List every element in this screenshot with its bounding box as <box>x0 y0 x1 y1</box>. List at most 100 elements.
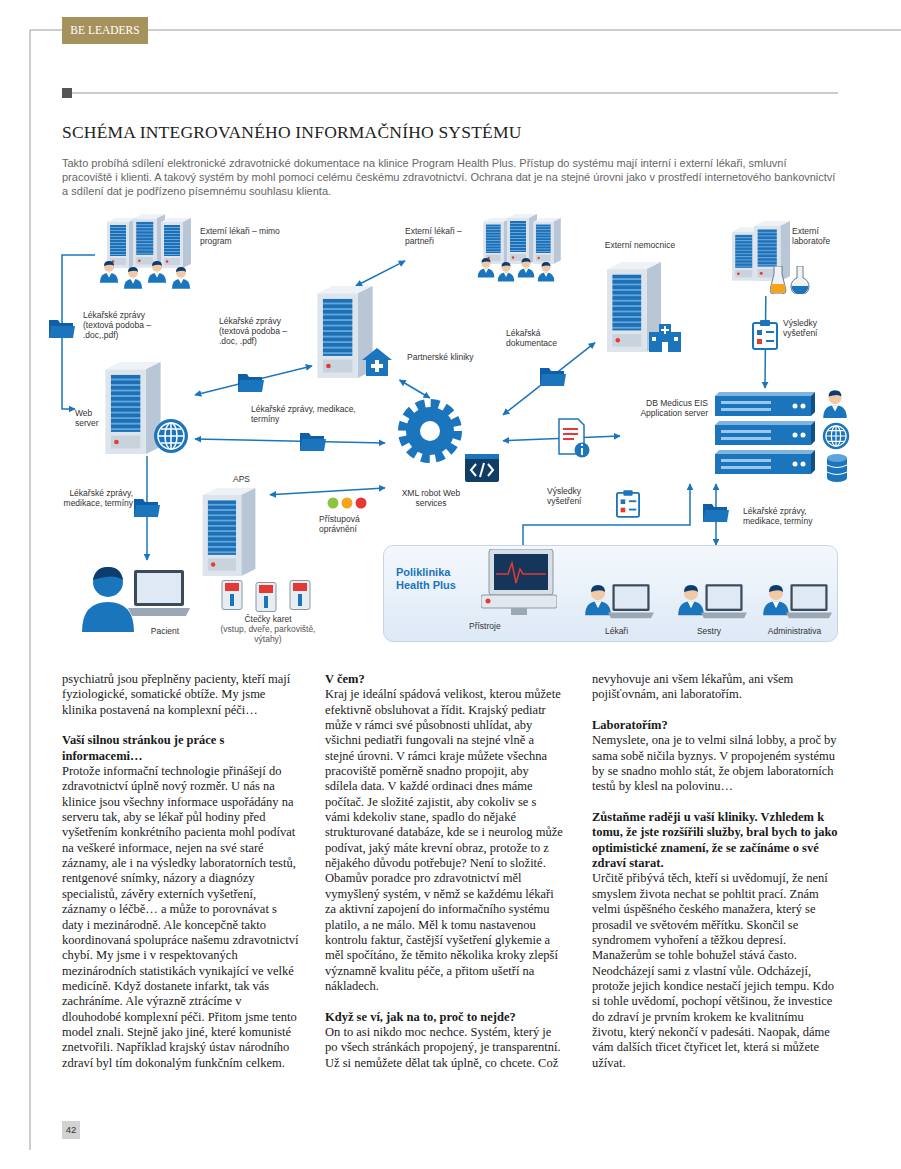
text-holder: Lékařské zprávy, medikace, termíny <box>48 488 134 510</box>
system-node: DB Medicus EIS Application server <box>620 388 860 484</box>
doc-icon <box>585 585 611 615</box>
status-dot <box>342 498 353 509</box>
node-label: Pacient <box>136 626 194 636</box>
system-node: Externí lékaři – partneři <box>405 218 565 284</box>
data-flow-connector <box>523 484 690 549</box>
status-dot <box>356 498 367 509</box>
system-node: Web server <box>75 362 195 456</box>
node-text-box: Administrativa <box>752 626 837 636</box>
node-icon <box>595 240 690 354</box>
globe-icon <box>154 419 188 453</box>
doc-icon <box>763 585 789 615</box>
doc-icon <box>498 262 515 282</box>
system-node: Partnerské kliniky <box>312 286 487 380</box>
folder-icon <box>300 433 326 451</box>
body-paragraph: On to asi nikdo moc nechce. Systém, kter… <box>325 1025 563 1071</box>
page-number: 42 <box>62 1121 80 1139</box>
node-label: Administrativa <box>752 626 837 636</box>
flask-icon <box>770 266 809 295</box>
edge-label: Přístupová oprávnění <box>318 514 390 534</box>
text-holder: SCHÉMA INTEGROVANÉHO INFORMAČNÍHO SYSTÉM… <box>62 122 838 143</box>
doc-icon <box>678 585 704 615</box>
text-holder: Přístupová oprávnění <box>318 514 390 536</box>
laptop-icon <box>701 584 747 618</box>
edge-label: Lékařské zprávy, medikace, termíny <box>48 488 134 508</box>
data-flow-connector <box>270 488 385 495</box>
srv-icon <box>507 214 537 264</box>
node-label: Externí laboratoře <box>792 226 856 246</box>
edge-label: Lékařské zprávy, medikace, termíny <box>742 506 834 526</box>
srv-icon <box>107 218 137 268</box>
db-icon <box>827 454 847 482</box>
doc-icon <box>478 258 495 278</box>
doc-icon <box>518 258 535 278</box>
doc-icon <box>172 267 190 289</box>
system-node: Externí lékaři – mimo program <box>95 218 285 292</box>
node-label: Externí lékaři – partneři <box>405 226 477 246</box>
house-icon <box>362 348 392 376</box>
rack-icon <box>715 392 815 416</box>
node-text-box: Sestry <box>669 626 749 636</box>
node-label: Partnerské kliniky <box>407 352 482 362</box>
text-holder: BE LEADERS <box>62 17 148 44</box>
srv-icon <box>483 218 511 264</box>
diagram-title: SCHÉMA INTEGROVANÉHO INFORMAČNÍHO SYSTÉM… <box>62 122 838 143</box>
node-label: DB Medicus EIS Application server <box>620 398 708 418</box>
node-text-box: Externí nemocnice <box>595 240 685 250</box>
node-text-box: Web server <box>75 408 109 428</box>
node-note: (vstup, dveře, parkoviště, výtahy) <box>213 624 323 644</box>
section-tag: BE LEADERS <box>62 17 148 44</box>
node-text-box: APS <box>233 474 263 484</box>
data-flow-connector <box>400 380 430 398</box>
doc-icon <box>124 267 142 289</box>
body-paragraph: nevyhovuje ani všem lékařům, ani všem po… <box>592 672 838 703</box>
rack-icon <box>715 450 815 474</box>
folder-icon <box>134 499 160 517</box>
text-holder: nevyhovuje ani všem lékařům, ani všem po… <box>592 672 838 1071</box>
card-icon <box>222 581 242 610</box>
data-flow-connector <box>195 366 312 395</box>
node-text-box: DB Medicus EIS Application server <box>620 398 708 418</box>
text-holder: Takto probíhá sdílení elektronické zdrav… <box>62 156 838 198</box>
doc-icon <box>100 261 118 283</box>
srv-icon <box>161 218 191 268</box>
clipboard-icon <box>753 320 777 349</box>
body-paragraph: Určitě přibývá těch, kteří si uvědomují,… <box>592 871 838 1070</box>
node-icon <box>312 286 487 380</box>
node-text-box: Přístroje <box>469 621 539 631</box>
body-paragraph: Nemyslete, ona je to velmi silná lobby, … <box>592 733 838 794</box>
system-node: Čtečky karet(vstup, dveře, parkoviště, v… <box>198 580 338 647</box>
interview-question: Když se ví, jak na to, proč to nejde? <box>325 1010 563 1025</box>
node-label: Externí nemocnice <box>595 240 685 250</box>
node-text-box: XML robot Web services <box>401 488 461 508</box>
text-holder: Lékařské zprávy (textová podoba – .doc,.… <box>82 310 162 342</box>
node-label: XML robot Web services <box>401 488 461 508</box>
doc-icon <box>538 262 555 282</box>
edge-label: Lékařská dokumentace <box>505 328 575 348</box>
system-node: Sestry <box>669 576 749 638</box>
section-rule <box>72 93 838 94</box>
data-flow-connector <box>503 343 595 415</box>
system-node: Pacient <box>80 560 195 638</box>
system-node: Administrativa <box>752 576 837 638</box>
edge-label: Lékařské zprávy (textová podoba – .doc,.… <box>82 310 162 341</box>
node-label: Sestry <box>669 626 749 636</box>
text-holder: Lékařské zprávy, medikace, termíny <box>742 506 834 528</box>
node-text-box: Lékaři <box>574 626 659 636</box>
laptop-icon <box>608 584 654 618</box>
node-text-box: Pacient <box>136 626 194 636</box>
gear-icon <box>404 405 456 457</box>
node-label: APS <box>233 474 263 484</box>
text-holder: Výsledky vyšetření <box>782 318 846 340</box>
node-label: Přístroje <box>469 621 539 631</box>
monitor-icon <box>481 549 557 615</box>
srv-icon <box>105 362 160 454</box>
globe-icon <box>823 423 849 449</box>
node-text-box: Externí lékaři – partneři <box>405 226 477 246</box>
edge-label: Lékařské zprávy, medikace, termíny <box>250 404 380 424</box>
body-paragraph: psychiatrů jsou přeplněny pacienty, kteř… <box>62 672 300 718</box>
edge-label: Výsledky vyšetření <box>782 318 846 338</box>
code-icon <box>465 454 499 482</box>
node-label: Lékaři <box>574 626 659 636</box>
